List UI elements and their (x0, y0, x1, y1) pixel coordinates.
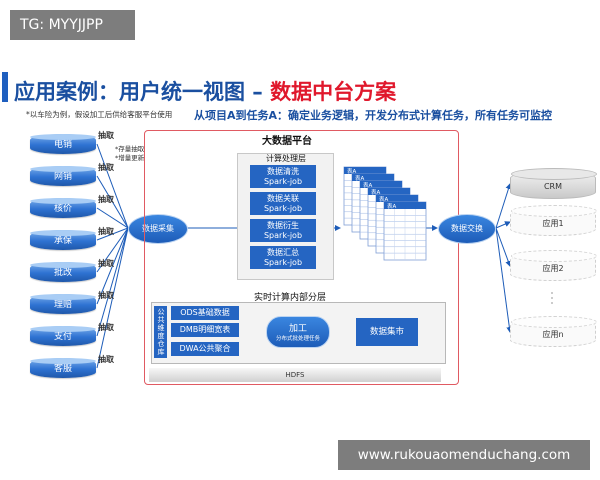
table-sheet-label: 表A (347, 167, 357, 175)
exchange-to-app2-arrow (495, 227, 512, 267)
job-name: 数据清洗 (267, 167, 299, 176)
source-label: 核价 (53, 204, 72, 214)
title-accent-bar (2, 72, 8, 102)
exchange-to-crm-arrow (495, 183, 512, 229)
platform-title: 大数据平台 (262, 136, 312, 147)
extract-label: 抽取 (98, 355, 114, 364)
job-engine: Spark-job (263, 204, 303, 213)
source-label: 理赔 (53, 300, 72, 310)
table-sheet-label: 表A (371, 188, 381, 196)
source-link-5 (96, 227, 129, 273)
job-engine: Spark-job (263, 258, 303, 267)
title-main: 应用案例：用户统一视图 – (14, 80, 271, 104)
page-title: 应用案例：用户统一视图 – 数据中台方案 (14, 76, 396, 106)
source-pigai: 批改 (30, 262, 96, 282)
source-link-6 (96, 227, 129, 305)
public-dimension-label: 公共维度仓库 (154, 306, 167, 358)
extract-note-stock: *存量抽取 (115, 145, 145, 153)
data-mart-node: 数据集市 (356, 318, 418, 346)
source-link-1 (96, 143, 129, 229)
source-link-7 (96, 227, 129, 337)
process-name: 加工 (288, 324, 307, 334)
source-label: 网销 (53, 172, 72, 182)
source-chengbao: 承保 (30, 230, 96, 250)
footnote: *以车险为例，假设加工后供给客服平台使用 (26, 110, 173, 119)
table-sheet: 表A (383, 201, 427, 261)
target-app-n: 应用n (510, 316, 597, 347)
table-sheet-label: 表A (363, 181, 373, 189)
source-link-3 (96, 207, 129, 229)
extract-label: 抽取 (98, 163, 114, 172)
extract-label: 抽取 (98, 259, 114, 268)
title-highlight: 数据中台方案 (270, 80, 397, 104)
extract-note-increment: *增量更新 (115, 154, 145, 162)
table-sheet-label: 表A (379, 195, 389, 203)
source-link-8 (96, 227, 129, 369)
realtime-layer-title: 实时计算内部分层 (254, 293, 327, 303)
compute-layer-title: 计算处理层 (266, 154, 306, 163)
job-name: 数据汇总 (267, 248, 299, 257)
job-name: 数据关联 (267, 194, 299, 203)
target-label: CRM (543, 182, 563, 191)
source-label: 承保 (53, 236, 72, 246)
source-lipei: 理赔 (30, 294, 96, 314)
source-label: 支付 (53, 332, 72, 342)
extract-label: 抽取 (98, 131, 114, 140)
target-crm: CRM (510, 168, 597, 199)
extract-label: 抽取 (98, 291, 114, 300)
source-wangxiao: 网销 (30, 166, 96, 186)
process-node: 加工 分布式批处理任务 (266, 316, 330, 348)
job-engine: Spark-job (263, 177, 303, 186)
table-sheet-label: 表A (355, 174, 365, 182)
job-name: 数据衍生 (267, 221, 299, 230)
target-app-1: 应用1 (510, 205, 597, 236)
source-dianxiao: 电销 (30, 134, 96, 154)
collect-label: 数据采集 (142, 224, 174, 233)
source-label: 电销 (53, 140, 72, 150)
extract-label: 抽取 (98, 323, 114, 332)
table-sheet-label: 表A (387, 202, 397, 210)
source-link-2 (96, 175, 129, 229)
layer-dmb: DMB明细宽表 (171, 323, 239, 337)
target-label: 应用2 (542, 264, 564, 273)
extract-label: 抽取 (98, 195, 114, 204)
target-label: 应用n (542, 330, 564, 339)
job-engine: Spark-job (263, 231, 303, 240)
hdfs-bar: HDFS (149, 368, 441, 382)
site-watermark: www.rukouaomenduchang.com (338, 440, 590, 470)
big-data-platform-box (144, 130, 459, 385)
channel-tag: TG: MYYJJPP (10, 10, 135, 40)
layer-ods: ODS基础数据 (171, 306, 239, 320)
source-link-4 (96, 227, 129, 241)
subtitle: 从项目A到任务A：确定业务逻辑，开发分布式计算任务，所有任务可监控 (194, 109, 553, 122)
source-zhifu: 支付 (30, 326, 96, 346)
data-exchange-node: 数据交换 (438, 214, 496, 244)
target-label: 应用1 (542, 219, 564, 228)
data-collect-node: 数据采集 (128, 214, 188, 244)
exchange-label: 数据交换 (451, 224, 483, 233)
target-app-2: 应用2 (510, 250, 597, 281)
process-detail: 分布式批处理任务 (275, 336, 320, 342)
exchange-to-appn-arrow (495, 227, 513, 333)
extract-label: 抽取 (98, 227, 114, 236)
source-kefu: 客服 (30, 358, 96, 378)
exchange-to-app1-arrow (495, 221, 511, 229)
source-label: 客服 (53, 364, 72, 374)
source-label: 批改 (53, 268, 72, 278)
source-hejia: 核价 (30, 198, 96, 218)
layer-dwa: DWA公共聚合 (171, 342, 239, 356)
